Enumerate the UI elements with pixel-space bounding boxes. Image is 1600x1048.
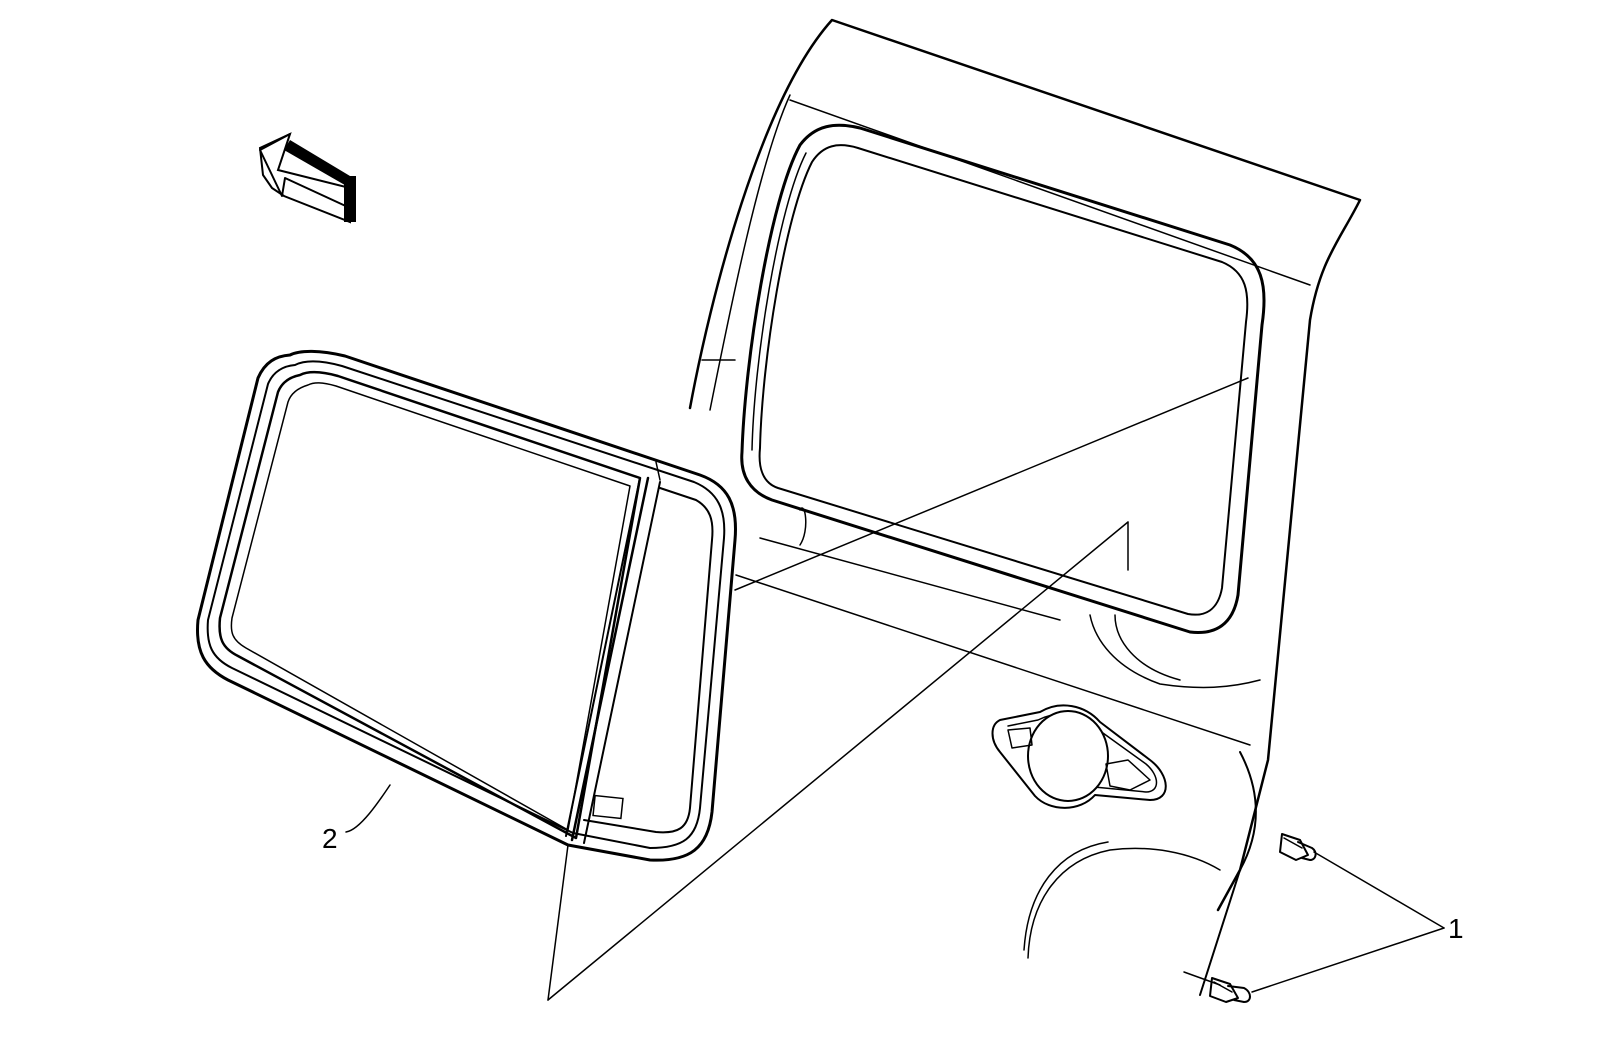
- callout-2-label: 2: [322, 823, 338, 854]
- door-latch-mount: [991, 704, 1167, 809]
- alignment-lines: [547, 377, 1249, 1001]
- callout-1-label: 1: [1448, 913, 1464, 944]
- leader-lines-1: [1251, 851, 1445, 993]
- forward-arrow-icon: [258, 132, 356, 224]
- bolt-icon: [1209, 977, 1251, 1003]
- vehicle-body-panel: [688, 18, 1362, 996]
- window-glass-assembly: [195, 349, 738, 862]
- leader-line-2: [345, 784, 391, 833]
- bolt-icon: [1279, 833, 1317, 861]
